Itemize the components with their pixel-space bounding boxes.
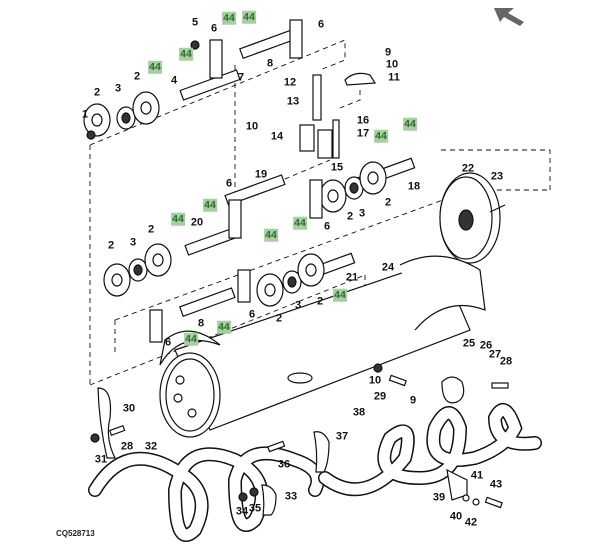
callout: 37 <box>335 430 349 443</box>
callout: 40 <box>449 510 463 523</box>
callout: 41 <box>470 469 484 482</box>
callout: 25 <box>462 337 476 350</box>
callout-badge: 44 <box>374 129 388 143</box>
callout: 6 <box>225 177 233 190</box>
callout: 33 <box>284 490 298 503</box>
callout: 5 <box>191 16 199 29</box>
callout: 8 <box>197 317 205 330</box>
callout-badge: 44 <box>171 212 185 226</box>
callout: 24 <box>381 261 395 274</box>
callout-badge: 44 <box>242 10 256 24</box>
callout: 2 <box>275 312 283 325</box>
callout: 6 <box>164 336 172 349</box>
callout: 19 <box>254 168 268 181</box>
callout: 18 <box>407 180 421 193</box>
auger-flighting <box>88 403 542 542</box>
callout: 39 <box>432 491 446 504</box>
callout: 29 <box>373 390 387 403</box>
callout: 2 <box>147 223 155 236</box>
callout: 6 <box>248 308 256 321</box>
callout: 14 <box>270 130 284 143</box>
callout: 2 <box>384 196 392 209</box>
callout: 34 <box>235 505 249 518</box>
callout: 8 <box>266 57 274 70</box>
back-arrow-icon[interactable] <box>490 4 530 28</box>
callout: 3 <box>114 82 122 95</box>
callout: 28 <box>120 440 134 453</box>
callout-badge: 44 <box>148 60 162 74</box>
callout-badge: 44 <box>293 216 307 230</box>
disc <box>83 40 387 307</box>
callout: 10 <box>245 120 259 133</box>
callout: 6 <box>210 22 218 35</box>
callout: 43 <box>489 478 503 491</box>
callout: 2 <box>316 295 324 308</box>
callout: 31 <box>94 453 108 466</box>
pulley <box>439 172 506 264</box>
callout: 2 <box>107 239 115 252</box>
callout: 38 <box>352 406 366 419</box>
callout: 21 <box>345 271 359 284</box>
callout: 42 <box>464 516 478 529</box>
callout: 9 <box>409 394 417 407</box>
callout: 30 <box>122 402 136 415</box>
callout: 23 <box>490 170 504 183</box>
callout: 15 <box>330 161 344 174</box>
callout-badge: 44 <box>333 288 347 302</box>
callout: 20 <box>190 216 204 229</box>
callout: 3 <box>294 299 302 312</box>
callout: 2 <box>346 210 354 223</box>
callout: 3 <box>358 207 366 220</box>
callout: 7 <box>237 71 245 84</box>
bracket <box>149 19 377 343</box>
auger-drum <box>159 255 486 438</box>
callout-badge: 44 <box>222 11 236 25</box>
callout-badge: 44 <box>264 228 278 242</box>
callout: 6 <box>323 220 331 233</box>
callout: 10 <box>368 374 382 387</box>
figure-reference: CQ528713 <box>56 529 95 538</box>
callout: 4 <box>170 74 178 87</box>
callout: 2 <box>93 86 101 99</box>
callout: 32 <box>144 440 158 453</box>
callout: 10 <box>385 58 399 71</box>
callout-badge: 44 <box>217 320 231 334</box>
callout: 16 <box>356 114 370 127</box>
callout: 2 <box>133 70 141 83</box>
callout: 17 <box>356 127 370 140</box>
callout-badge: 44 <box>203 198 217 212</box>
callout: 1 <box>81 108 89 121</box>
callout: 27 <box>488 348 502 361</box>
callout: 3 <box>129 236 137 249</box>
callout: 13 <box>286 95 300 108</box>
callout: 9 <box>384 46 392 59</box>
callout: 28 <box>499 355 513 368</box>
callout-badge: 44 <box>179 47 193 61</box>
callout: 35 <box>248 502 262 515</box>
callout: 22 <box>461 162 475 175</box>
callout: 11 <box>388 71 400 84</box>
callout: 12 <box>283 76 297 89</box>
hardware <box>90 363 509 516</box>
callout-badge: 44 <box>403 117 417 131</box>
callout: 26 <box>479 339 493 352</box>
callout-badge: 44 <box>184 332 198 346</box>
callout: 6 <box>317 18 325 31</box>
callout: 36 <box>277 458 291 471</box>
